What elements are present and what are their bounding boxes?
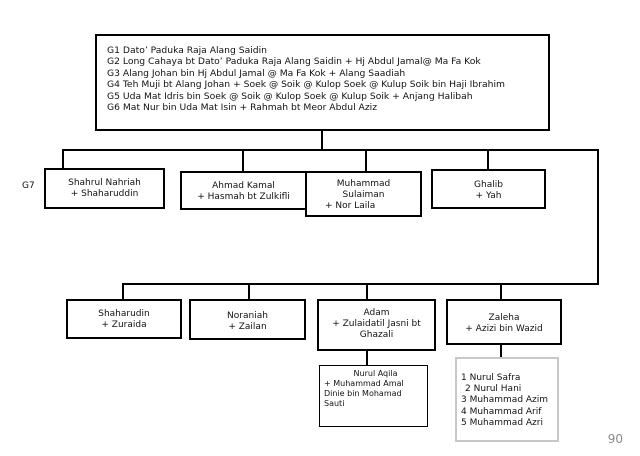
child-item: 4 Muhammad Arif: [461, 406, 542, 417]
generation-line-g3: G3 Alang Johan bin Hj Abdul Jamal @ Ma F…: [107, 67, 406, 79]
connector-g7-drop-4: [487, 149, 489, 169]
node-spouse: + Nor Laila: [325, 201, 376, 211]
node-spouse: + Zuraida: [101, 320, 147, 330]
node-noraniah: Noraniah + Zailan: [189, 299, 306, 340]
node-shaharudin: Shaharudin + Zuraida: [66, 299, 182, 339]
generations-box: G1 Dato’ Paduka Raja Alang Saidin G2 Lon…: [95, 34, 550, 131]
generation-line-g1: G1 Dato’ Paduka Raja Alang Saidin: [107, 45, 267, 56]
node-spouse: + Azizi bin Wazid: [465, 324, 543, 334]
child-item: 3 Muhammad Azim: [461, 395, 549, 406]
node-zaleha: Zaleha + Azizi bin Wazid: [446, 299, 562, 345]
generation-line-g2: G2 Long Cahaya bt Dato’ Paduka Raja Alan…: [107, 56, 481, 68]
node-name: Shaharudin: [98, 309, 150, 319]
node-spouse: + Zailan: [228, 322, 267, 332]
node-name: Zaleha: [488, 313, 520, 323]
node-name: Ghalib: [474, 180, 503, 190]
connector-right-vertical: [597, 149, 599, 285]
node-spouse: + Hasmah bt Zulkifli: [197, 192, 290, 202]
generation-label-g7: G7: [22, 181, 35, 191]
node-spouse: + Zulaidatil Jasni bt: [332, 319, 421, 329]
connector-row2-horizontal: [122, 283, 599, 285]
child-item: 2 Nurul Hani: [465, 384, 522, 395]
child-item: 5 Muhammad Azri: [461, 417, 543, 428]
child-spouse-cont: Dinie bin Mohamad: [324, 389, 402, 398]
connector-row2-drop-1: [122, 283, 124, 299]
connector-g7-drop-3: [365, 149, 367, 171]
node-name: Shahrul Nahriah: [68, 178, 141, 188]
node-name: Adam: [363, 308, 390, 318]
g7-node-muhammad-sulaiman: Muhammad Sulaiman + Nor Laila: [305, 171, 422, 217]
g7-node-ahmad-kamal: Ahmad Kamal + Hasmah bt Zulkifli: [180, 171, 307, 210]
g7-node-ghalib: Ghalib + Yah: [431, 169, 546, 209]
generation-line-g6: G6 Mat Nur bin Uda Mat Isin + Rahmah bt …: [107, 102, 378, 114]
node-spouse: + Yah: [475, 191, 502, 201]
connector-g7-drop-2: [242, 149, 244, 171]
node-adam: Adam + Zulaidatil Jasni bt Ghazali: [317, 299, 436, 351]
connector-g7-horizontal: [62, 149, 599, 151]
child-item: 1 Nurul Safra: [461, 373, 521, 383]
g7-node-shahrul-nahriah: Shahrul Nahriah + Shaharuddin: [44, 168, 165, 209]
node-spouse: + Shaharuddin: [70, 189, 139, 199]
connector-row2-drop-3: [366, 283, 368, 299]
page-number: 90: [607, 432, 623, 446]
child-spouse-cont: Sauti: [324, 399, 345, 408]
child-spouse: + Muhammad Amal: [324, 379, 404, 388]
connector-top-drop: [321, 131, 323, 150]
connector-zaleha-children: [500, 345, 502, 358]
node-name: Noraniah: [227, 311, 268, 321]
connector-g7-drop-1: [62, 149, 64, 168]
adam-children-box: Nurul Aqila + Muhammad Amal Dinie bin Mo…: [319, 365, 428, 427]
node-name: Muhammad: [336, 179, 391, 189]
zaleha-children-box: 1 Nurul Safra 2 Nurul Hani 3 Muhammad Az…: [455, 357, 559, 442]
node-spouse-cont: Ghazali: [359, 330, 394, 340]
child-name: Nurul Aqila: [353, 369, 398, 378]
connector-row2-drop-2: [248, 283, 250, 299]
connector-adam-children: [366, 351, 368, 365]
node-name: Ahmad Kamal: [212, 181, 275, 191]
generation-line-g5: G5 Uda Mat Idris bin Soek @ Soik @ Kulop…: [107, 90, 473, 102]
node-name-cont: Sulaiman: [342, 190, 385, 200]
connector-row2-drop-4: [500, 283, 502, 299]
generation-line-g4: G4 Teh Muji bt Alang Johan + Soek @ Soik…: [107, 79, 505, 91]
